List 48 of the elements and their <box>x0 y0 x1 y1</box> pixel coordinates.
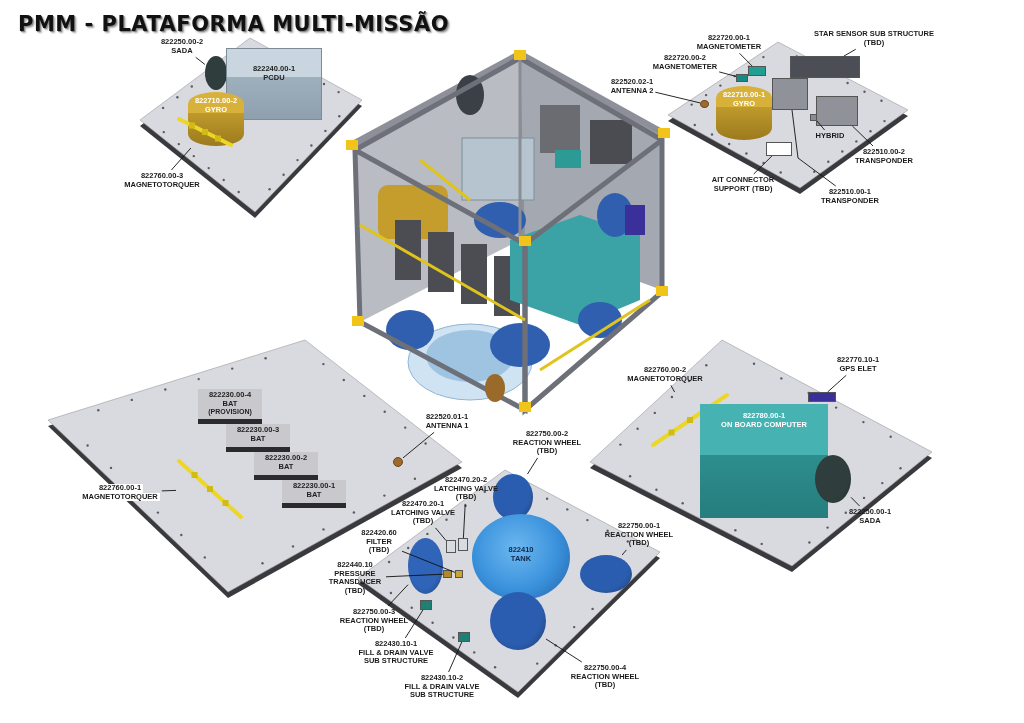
leader-line <box>435 527 447 541</box>
leader-line <box>195 56 206 65</box>
magnetotorquer-rod <box>176 116 234 148</box>
leader-line <box>545 638 583 663</box>
leader-line <box>527 457 539 475</box>
transponder-box <box>772 78 808 110</box>
magnetometer-unit <box>748 66 766 76</box>
leader-line <box>850 496 861 507</box>
gps-unit <box>808 392 836 402</box>
leader-line <box>404 609 424 639</box>
gyro-cylinder <box>716 86 772 140</box>
transponder-box <box>816 96 858 126</box>
leader-line <box>654 91 701 104</box>
leader-line <box>827 374 847 393</box>
leader-line <box>851 125 874 147</box>
magnetometer-unit <box>736 74 748 82</box>
leader-line <box>816 120 826 131</box>
leader-line <box>670 384 676 393</box>
sada-unit <box>205 56 227 90</box>
antenna-disc <box>700 100 709 108</box>
battery-pack <box>198 389 262 424</box>
battery-pack <box>254 452 318 480</box>
pressure-transducer <box>443 570 452 578</box>
diagram-title: PMM - PLATAFORMA MULTI-MISSÃO <box>18 12 450 36</box>
battery-pack <box>226 424 290 452</box>
leader-line <box>753 155 773 175</box>
leader-line <box>621 549 627 556</box>
fill-drain-valve <box>420 600 432 610</box>
magnetotorquer-rod <box>176 458 244 520</box>
latching-valve <box>446 540 456 553</box>
on-board-computer-box <box>700 404 828 518</box>
leader-line <box>718 71 737 77</box>
connector-slot <box>766 142 792 156</box>
leader-line <box>791 109 837 187</box>
leader-line <box>739 52 753 67</box>
antenna-disc <box>393 457 403 467</box>
star-sensor-structure <box>790 56 860 78</box>
leader-line <box>161 489 177 492</box>
fill-drain-valve <box>458 632 470 642</box>
leader-line <box>170 147 192 171</box>
battery-pack <box>282 480 346 508</box>
leader-line <box>843 48 857 57</box>
leader-line <box>462 503 466 539</box>
leader-line <box>385 573 444 578</box>
leader-line <box>402 431 435 459</box>
latching-valve <box>458 538 468 551</box>
filter-unit <box>455 570 463 578</box>
leader-line <box>387 584 409 607</box>
